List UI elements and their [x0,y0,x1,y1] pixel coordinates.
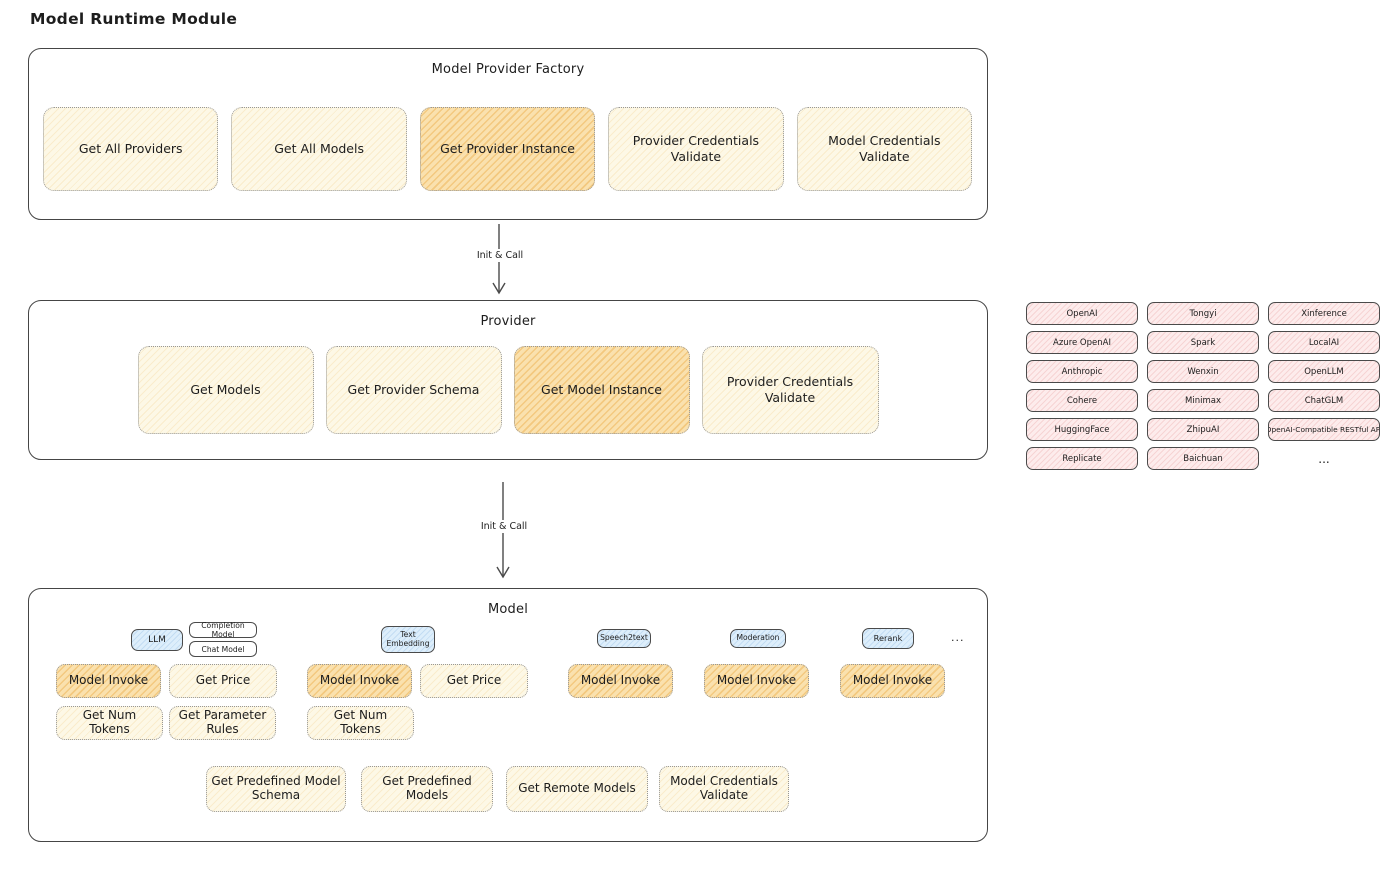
op-llm-get-num-tokens: Get Num Tokens [56,706,163,740]
provider-item-huggingface: HuggingFace [1026,418,1138,441]
tag-chat-model: Chat Model [189,641,257,657]
provider-panel: Provider Get Models Get Provider Schema … [28,300,1002,474]
provider-item-spark: Spark [1147,331,1259,354]
node-get-provider-schema: Get Provider Schema [325,346,502,434]
op-embedding-model-invoke: Model Invoke [307,664,412,698]
provider-item-azure-openai: Azure OpenAI [1026,331,1138,354]
tag-moderation: Moderation [730,629,786,648]
model-panel-title: Model [487,602,529,617]
provider-item-cohere: Cohere [1026,389,1138,412]
node-model-credentials-validate: Model Credentials Validate [796,107,973,191]
op-get-remote-models: Get Remote Models [506,766,648,812]
tag-llm: LLM [131,629,183,651]
op-llm-get-parameter-rules: Get Parameter Rules [169,706,276,740]
provider-item-tongyi: Tongyi [1147,302,1259,325]
op-moderation-model-invoke: Model Invoke [704,664,809,698]
provider-item-localai: LocalAI [1268,331,1380,354]
op-rerank-model-invoke: Model Invoke [840,664,945,698]
op-embedding-get-price: Get Price [420,664,528,698]
node-provider-credentials-validate-2: Provider Credentials Validate [701,346,879,434]
node-get-all-providers: Get All Providers [43,107,219,191]
op-get-predefined-model-schema: Get Predefined Model Schema [206,766,346,812]
model-tags-more-ellipsis: ... [951,631,965,644]
provider-row: Get Models Get Provider Schema Get Model… [29,346,987,434]
diagram-title: Model Runtime Module [30,10,238,28]
node-get-provider-instance: Get Provider Instance [419,107,596,191]
provider-item-zhipuai: ZhipuAI [1147,418,1259,441]
provider-item-openllm: OpenLLM [1268,360,1380,383]
factory-panel-title: Model Provider Factory [431,62,585,77]
provider-item-anthropic: Anthropic [1026,360,1138,383]
arrow1-label: Init & Call [459,249,541,262]
factory-panel: Model Provider Factory Get All Providers… [28,48,988,220]
provider-item-xinference: Xinference [1268,302,1380,325]
op-model-credentials-validate: Model Credentials Validate [659,766,789,812]
tag-completion-model: Completion Model [189,621,257,639]
node-provider-credentials-validate: Provider Credentials Validate [608,107,784,191]
provider-item-minimax: Minimax [1147,389,1259,412]
provider-item-openai: OpenAI [1026,302,1138,325]
provider-item-replicate: Replicate [1026,447,1138,470]
providers-grid: OpenAI Tongyi Xinference Azure OpenAI Sp… [1026,302,1380,470]
tag-text-embedding: Text Embedding [381,626,435,653]
node-get-models: Get Models [137,346,314,434]
op-embedding-get-num-tokens: Get Num Tokens [307,706,414,740]
providers-more-ellipsis: ... [1318,451,1330,466]
provider-panel-title: Provider [480,314,536,329]
op-llm-model-invoke: Model Invoke [56,664,161,698]
op-speech2text-model-invoke: Model Invoke [568,664,673,698]
provider-item-chatglm: ChatGLM [1268,389,1380,412]
node-get-model-instance: Get Model Instance [513,346,690,434]
op-llm-get-price: Get Price [169,664,277,698]
provider-item-wenxin: Wenxin [1147,360,1259,383]
tag-speech2text: Speech2text [597,629,651,648]
factory-row: Get All Providers Get All Models Get Pro… [43,107,973,191]
arrow2-label: Init & Call [463,520,545,533]
node-get-all-models: Get All Models [231,107,407,191]
tag-rerank: Rerank [862,628,914,649]
provider-item-openai-compatible: OpenAI-Compatible RESTful API [1268,418,1380,441]
provider-item-baichuan: Baichuan [1147,447,1259,470]
op-get-predefined-models: Get Predefined Models [361,766,493,812]
model-panel: Model LLM Completion Model Chat Model Te… [28,588,1002,856]
